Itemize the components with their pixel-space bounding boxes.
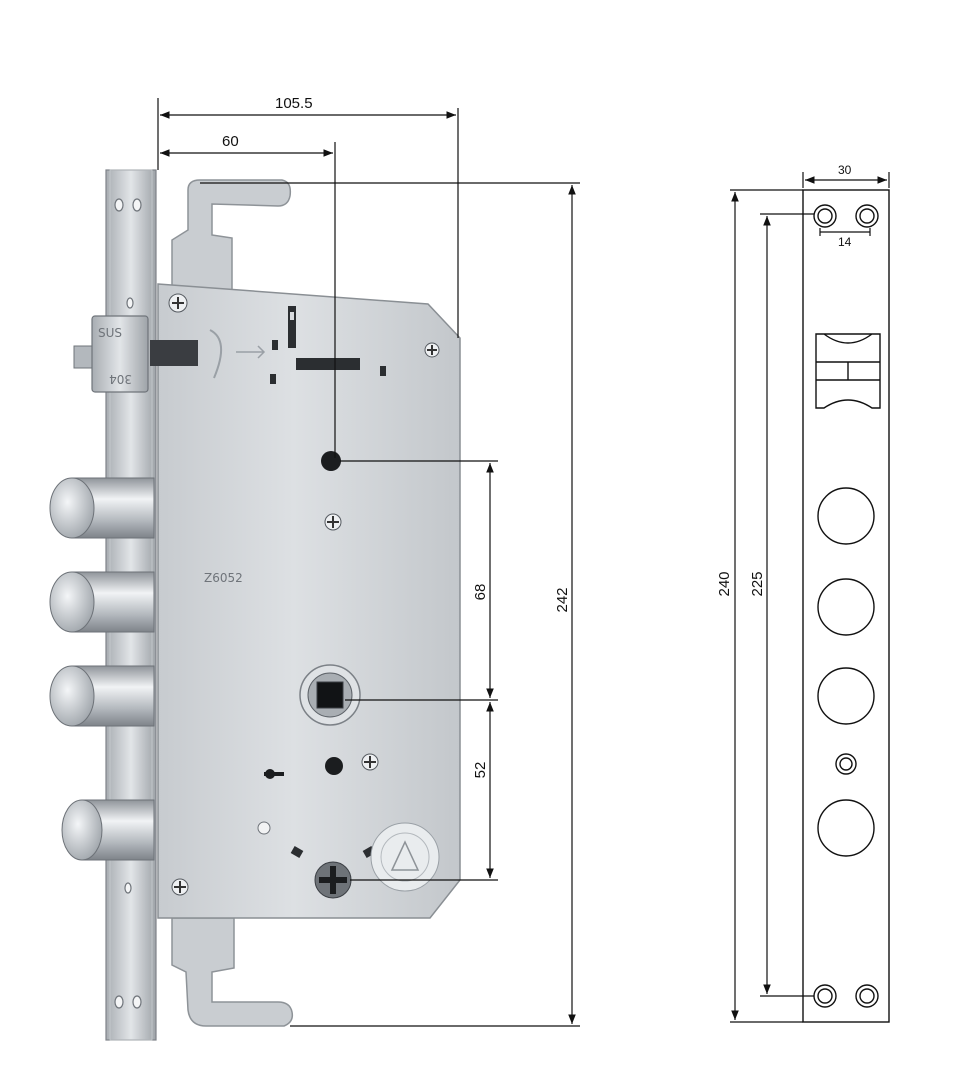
bottom-hook-bracket: [171, 917, 294, 1027]
case-details-top: [209, 306, 386, 384]
hub-hole: [321, 451, 341, 471]
bolt-stamp-bottom: 304: [109, 372, 132, 386]
faceplate-outline: [802, 189, 890, 1023]
cylinder-cam: [314, 861, 352, 899]
screw-middle: [324, 513, 342, 531]
cylinder-details: [257, 757, 376, 858]
dim-spindle-to-cylinder: 52: [472, 762, 489, 779]
dim-spindle-to-top: 68: [472, 584, 489, 601]
faceplate-view: [730, 172, 890, 1023]
faceplate-bottom-holes: [813, 984, 879, 1008]
screw-top-left: [168, 293, 188, 313]
top-hook-bracket: [171, 179, 292, 291]
model-code: Z6052: [204, 571, 243, 585]
latch-tongue: SUS 304: [73, 315, 198, 393]
screw-bottom-left: [171, 878, 189, 896]
screw-lower-right: [361, 753, 379, 771]
dim-faceplate-width: 30: [838, 163, 852, 177]
latch-opening: [815, 333, 881, 409]
dim-hole-distance: 225: [749, 571, 766, 596]
bolt-stamp-top: SUS: [98, 326, 122, 340]
case-screws: [168, 293, 440, 896]
spindle-hub: [299, 664, 361, 726]
certification-sticker: [370, 822, 440, 892]
dim-hole-spacing: 14: [838, 235, 852, 249]
dimension-lines-left: [157, 98, 580, 1027]
deadbolts: [49, 477, 155, 861]
dim-body-height: 242: [554, 587, 571, 612]
dim-faceplate-height: 240: [716, 571, 733, 596]
dimension-lines-right: [730, 172, 890, 1023]
screw-top-right: [424, 342, 440, 358]
faceplate-top-holes: [813, 204, 879, 228]
dim-backset: 60: [222, 133, 239, 150]
faceplate-holes: [114, 198, 142, 1009]
dim-overall-width: 105.5: [275, 95, 313, 112]
deadbolt-2: [49, 571, 155, 633]
lock-case-plate: [157, 283, 461, 919]
deadbolt-3: [49, 665, 155, 727]
deadbolt-4: [61, 799, 155, 861]
lock-body: SUS 304: [49, 169, 461, 1041]
faceplate-bolt-holes: [817, 487, 875, 857]
deadbolt-1: [49, 477, 155, 539]
